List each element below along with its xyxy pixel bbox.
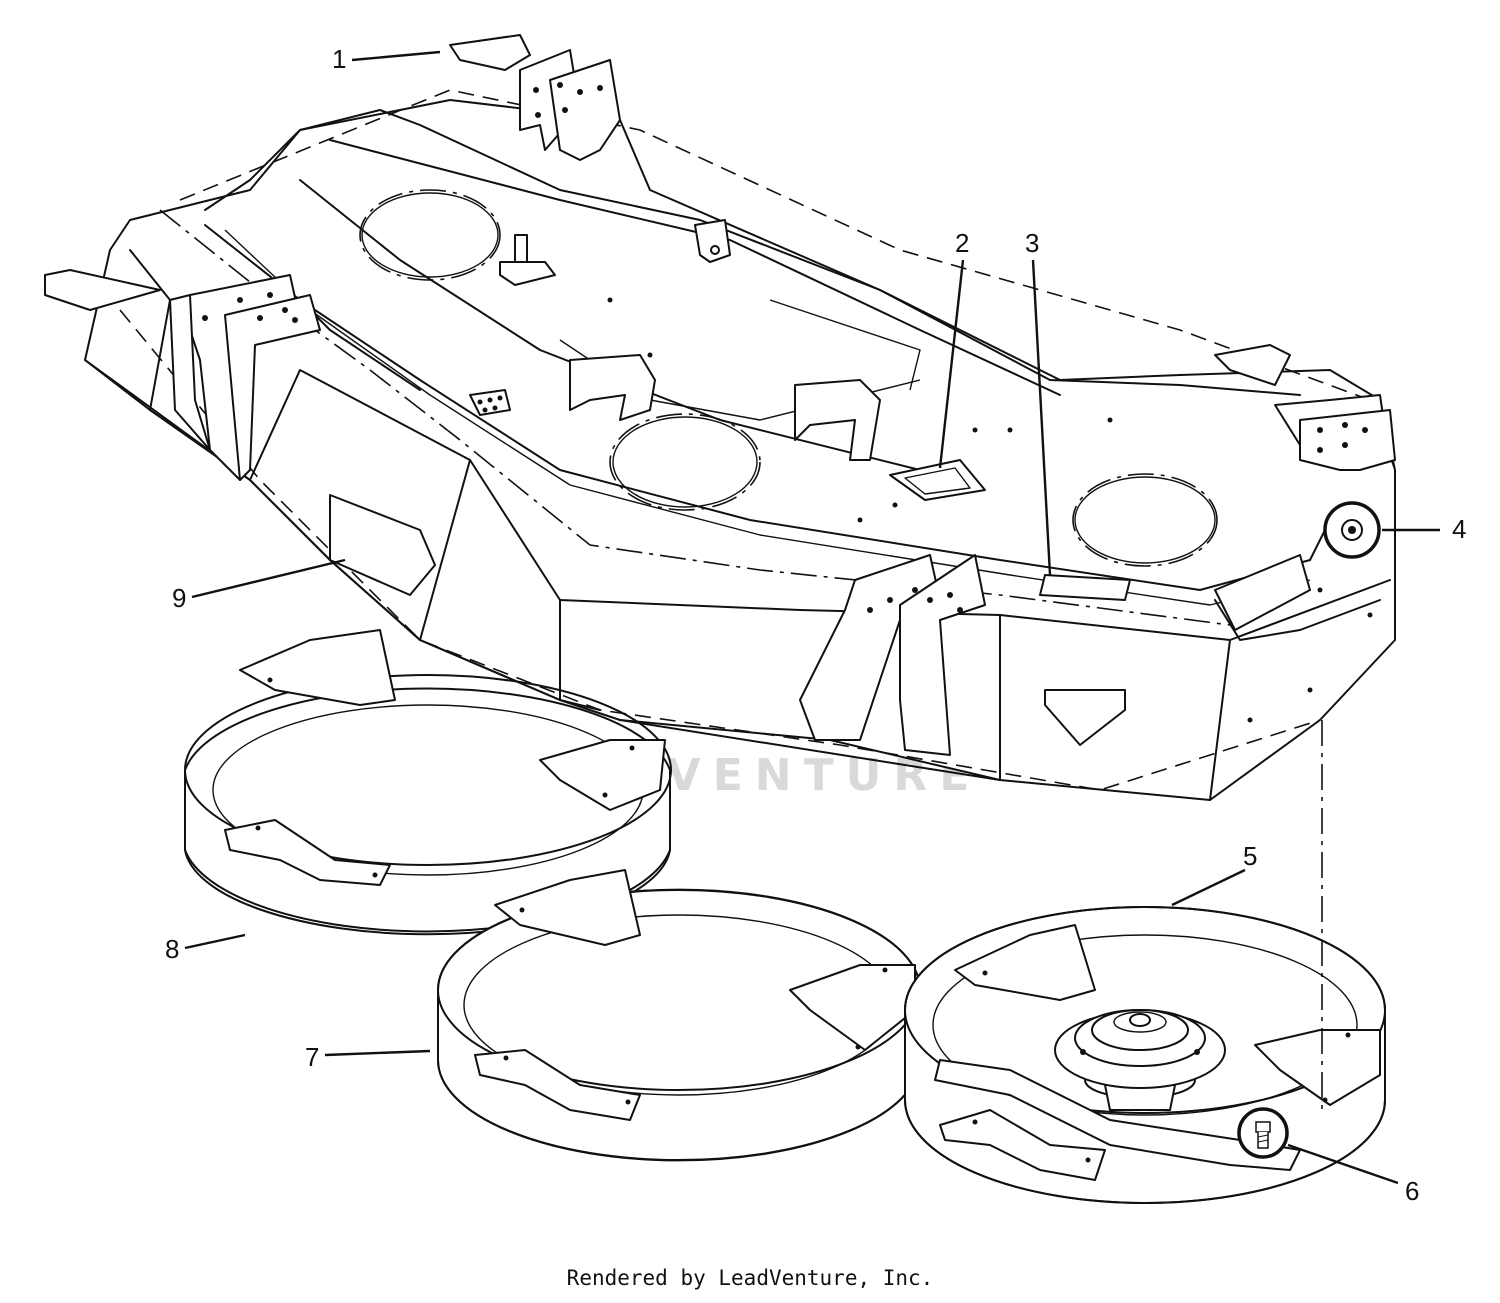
blade-housing-ring-center: [437, 869, 921, 1162]
callout-7-label: 7: [305, 1042, 319, 1072]
callout-3-label: 3: [1025, 228, 1039, 258]
idler-pulley: [1323, 501, 1381, 559]
callout-6: 6: [1287, 1143, 1419, 1206]
hex-bolt: [1237, 1107, 1289, 1159]
callouts: 1 2 3 4 5 6 7 8: [165, 44, 1466, 1206]
callout-5: 5: [1171, 841, 1257, 907]
callout-4-label: 4: [1452, 514, 1466, 544]
callout-5-label: 5: [1243, 841, 1257, 871]
callout-4: 4: [1382, 514, 1466, 544]
mounting-holes: [202, 82, 1373, 723]
callout-8: 8: [165, 933, 246, 964]
callout-2-label: 2: [955, 228, 969, 258]
callout-1: 1: [332, 44, 441, 74]
callout-1-label: 1: [332, 44, 346, 74]
callout-8-label: 8: [165, 934, 179, 964]
callout-7: 7: [305, 1042, 431, 1072]
callout-9: 9: [172, 558, 346, 613]
deck-housing: [44, 34, 1396, 801]
callout-9-label: 9: [172, 583, 186, 613]
blade-housing-ring-right: [904, 906, 1386, 1204]
callout-2: 2: [938, 228, 969, 469]
blade-housing-ring-left: [184, 629, 672, 936]
footer-credit: Rendered by LeadVenture, Inc.: [0, 1266, 1500, 1290]
callout-6-label: 6: [1405, 1176, 1419, 1206]
footer-text: Rendered by LeadVenture, Inc.: [566, 1266, 934, 1290]
callout-3: 3: [1025, 228, 1052, 576]
